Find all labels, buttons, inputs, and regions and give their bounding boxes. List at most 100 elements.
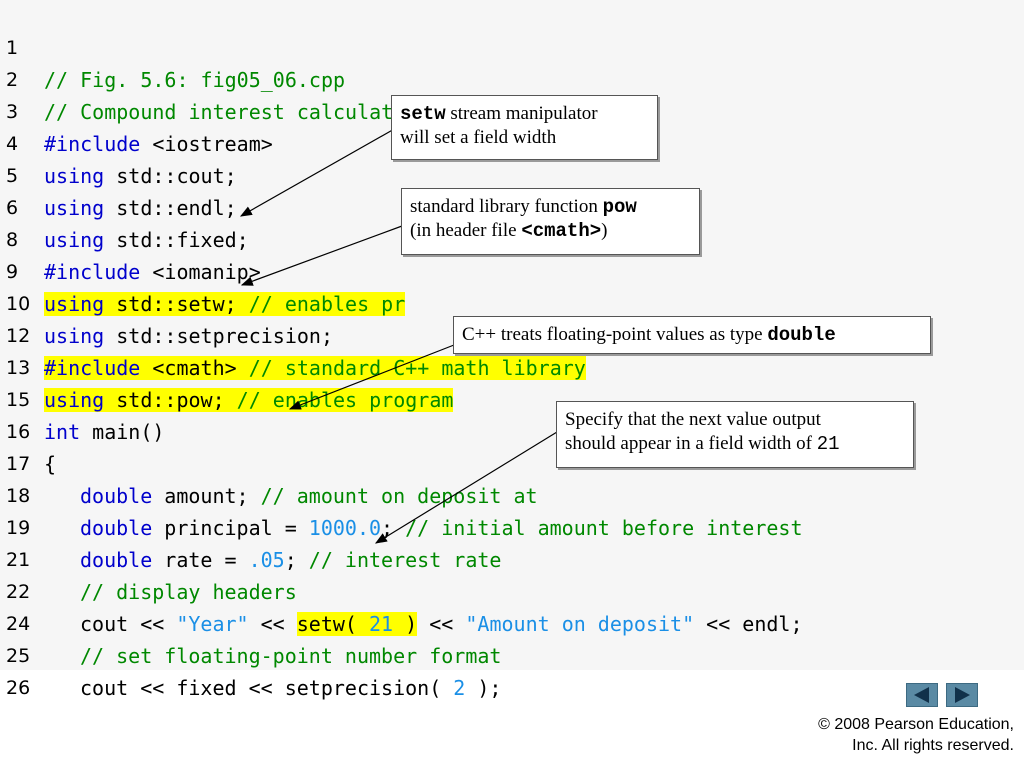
code-text: <cmath> — [140, 356, 237, 380]
copyright-line: © 2008 Pearson Education, — [818, 716, 1014, 733]
code-line: 22 cout << "Year" << setw( 21 ) << "Amou… — [0, 544, 803, 636]
keyword: #include — [44, 260, 141, 284]
code-line: 6 using std::fixed; — [0, 160, 249, 252]
code-line: 3 #include <iostream> — [0, 64, 273, 156]
line-number: 15 — [6, 389, 31, 411]
keyword: using — [44, 228, 105, 252]
line-number: 10 — [6, 293, 31, 315]
keyword: using — [44, 196, 105, 220]
comment: // interest rate — [296, 548, 502, 572]
code-text: << — [248, 612, 297, 636]
code-text: { — [44, 452, 57, 476]
code-text: std::setw; — [104, 292, 237, 316]
line-number: 3 — [6, 101, 19, 123]
callout-text: C++ treats floating-point values as type — [462, 324, 768, 345]
string-literal: "Year" — [176, 612, 249, 636]
line-number: 6 — [6, 197, 19, 219]
code-line: 12 #include <cmath> // standard C++ math… — [0, 288, 586, 380]
code-line: 8 #include <iomanip> — [0, 192, 261, 284]
number-literal: 1000.0 — [308, 516, 382, 540]
code-text: principal = — [152, 516, 309, 540]
code-text: std::setprecision; — [104, 324, 333, 348]
number-literal: .05 — [248, 548, 285, 572]
code-text: cout << — [80, 612, 177, 636]
line-number: 24 — [6, 613, 31, 635]
code-text: std::endl; — [104, 196, 237, 220]
line-number: 22 — [6, 581, 31, 603]
code-line: 19 double rate = .05; // interest rate — [0, 480, 501, 572]
line-number: 19 — [6, 517, 31, 539]
code-line: 26 — [0, 640, 72, 699]
code-text: setw( — [296, 612, 369, 636]
line-number: 25 — [6, 645, 31, 667]
keyword: using — [44, 292, 105, 316]
code-text: << — [417, 612, 466, 636]
keyword: using — [44, 388, 105, 412]
comment: // initial amount before interest — [393, 516, 803, 540]
callout-text: (in header file — [410, 220, 522, 241]
string-literal: "Amount on deposit" — [465, 612, 695, 636]
callout-pow: standard library function pow (in header… — [401, 188, 700, 255]
previous-slide-button[interactable] — [906, 683, 938, 707]
line-number: 26 — [6, 677, 31, 699]
comment: // amount on deposit at — [248, 484, 538, 508]
code-line: 24 // set floating-point number format — [0, 576, 501, 668]
code-line: 17 double amount; // amount on deposit a… — [0, 416, 538, 508]
keyword: #include — [44, 132, 141, 156]
callout-text: Specify that the next value output — [565, 409, 821, 430]
code-line: 18 double principal = 1000.0; // initial… — [0, 448, 803, 540]
code-text: std::cout; — [104, 164, 237, 188]
next-slide-button[interactable] — [946, 683, 978, 707]
keyword: using — [44, 324, 105, 348]
triangle-right-icon — [955, 687, 970, 703]
keyword: double — [80, 548, 153, 572]
code-line: 10 using std::setprecision; — [0, 256, 333, 348]
code-text: std::pow; — [104, 388, 225, 412]
code-line: 21 // display headers — [0, 512, 297, 604]
code-line: 13 using std::pow; // enables program — [0, 320, 454, 412]
code-text: rate = — [152, 548, 249, 572]
line-number: 21 — [6, 549, 31, 571]
code-text: amount; — [152, 484, 249, 508]
code-line: 15 int main() — [0, 352, 164, 444]
line-number: 4 — [6, 133, 19, 155]
code-text: ) — [393, 612, 418, 636]
code-text: <iostream> — [140, 132, 273, 156]
comment: // enables pr — [236, 292, 406, 316]
code-line: 25 cout << fixed << setprecision( 2 ); — [0, 608, 501, 700]
keyword: #include — [44, 356, 141, 380]
callout-code: double — [767, 324, 836, 346]
number-literal: 21 — [369, 612, 394, 636]
callout-text: standard library function — [410, 196, 603, 217]
code-text: ; — [284, 548, 297, 572]
code-text: cout << fixed << setprecision( — [80, 676, 454, 700]
callout-double: C++ treats floating-point values as type… — [453, 316, 931, 354]
line-number: 12 — [6, 325, 31, 347]
code-line: 4 using std::cout; — [0, 96, 237, 188]
comment: // Fig. 5.6: fig05_06.cpp — [44, 68, 346, 92]
code-text: ; — [381, 516, 394, 540]
callout-text: will set a field width — [400, 127, 557, 148]
callout-text: ) — [601, 220, 608, 241]
code-line: 5 using std::endl; — [0, 128, 237, 220]
callout-code: setw — [400, 103, 446, 125]
callout-setw: setw stream manipulator will set a field… — [391, 95, 658, 160]
number-literal: 2 — [453, 676, 466, 700]
callout-text: stream manipulator — [445, 103, 598, 124]
line-number: 5 — [6, 165, 19, 187]
code-line: 2 // Compound interest calculations with… — [0, 32, 562, 124]
code-text: main() — [80, 420, 165, 444]
triangle-left-icon — [914, 687, 929, 703]
line-number: 9 — [6, 261, 19, 283]
line-number: 8 — [6, 229, 19, 251]
code-text: ); — [465, 676, 502, 700]
code-line: 1 // Fig. 5.6: fig05_06.cpp — [0, 0, 345, 92]
line-number: 17 — [6, 453, 31, 475]
code-text: << endl; — [694, 612, 803, 636]
callout-field-width: Specify that the next value output shoul… — [556, 401, 914, 468]
line-number: 18 — [6, 485, 31, 507]
callout-code: pow — [602, 196, 637, 218]
line-number: 13 — [6, 357, 31, 379]
line-number: 2 — [6, 69, 19, 91]
